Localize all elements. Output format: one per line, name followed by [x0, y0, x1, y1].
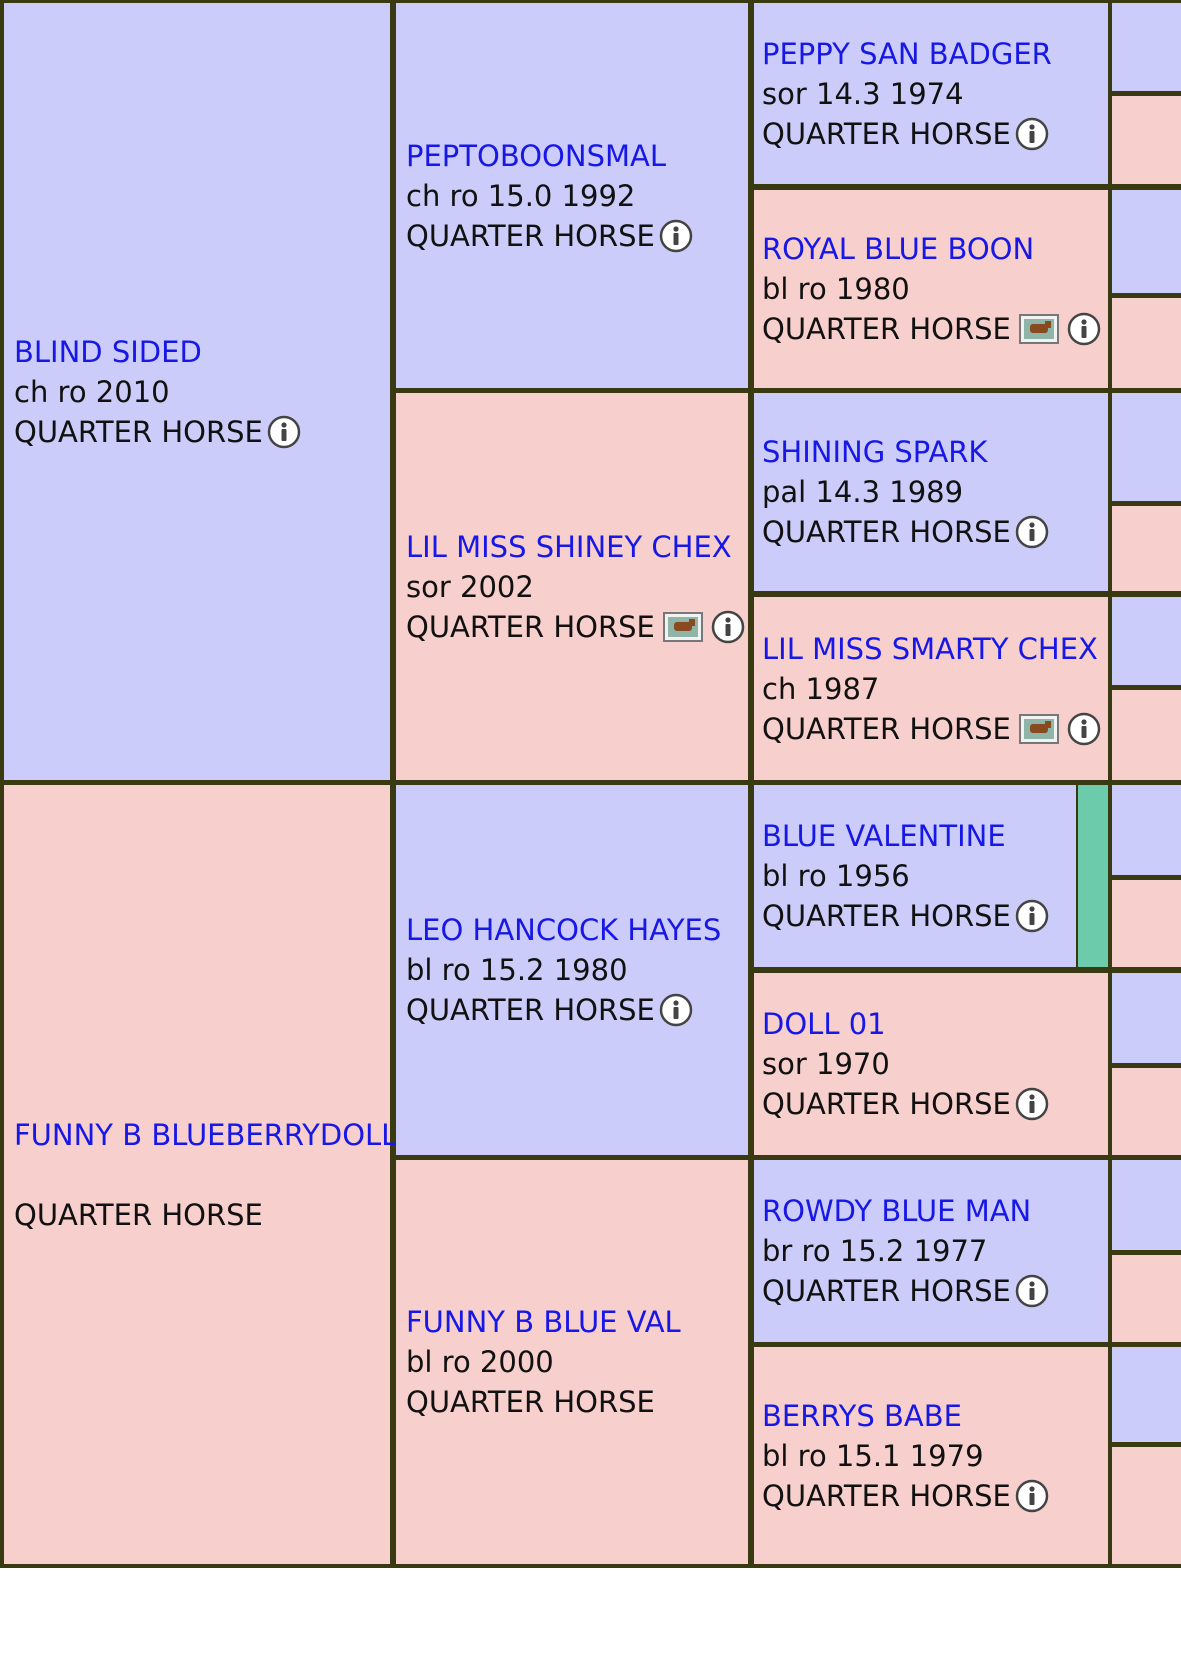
- horse-details: bl ro 1956: [762, 859, 910, 893]
- horse-name-link[interactable]: LIL MISS SMARTY CHEX: [762, 631, 1098, 666]
- pedigree-cell-sire-sire: PEPTOBOONSMAL ch ro 15.0 1992 QUARTER HO…: [396, 3, 748, 388]
- horse-name-link[interactable]: PEPPY SAN BADGER: [762, 36, 1052, 71]
- horse-breed: QUARTER HORSE: [762, 515, 1011, 549]
- horse-breed: QUARTER HORSE: [14, 414, 263, 449]
- info-icon[interactable]: [1015, 1479, 1049, 1513]
- horse-name-link[interactable]: BLIND SIDED: [14, 334, 202, 369]
- horse-breed: QUARTER HORSE: [762, 711, 1011, 746]
- info-icon[interactable]: [659, 219, 693, 253]
- pedigree-cell-gen3-4: LIL MISS SMARTY CHEX ch 1987 QUARTER HOR…: [754, 597, 1108, 780]
- horse-name-link[interactable]: ROWDY BLUE MAN: [762, 1194, 1032, 1228]
- pedigree-cell-gen4-edge: [1112, 785, 1181, 875]
- pedigree-cell-gen4-edge: [1112, 298, 1181, 388]
- horse-name-link[interactable]: PEPTOBOONSMAL: [406, 138, 666, 173]
- horse-name-link[interactable]: ROYAL BLUE BOON: [762, 232, 1035, 266]
- pedigree-cell-gen4-edge: [1112, 690, 1181, 780]
- pedigree-cell-sire: BLIND SIDED ch ro 2010 QUARTER HORSE: [4, 3, 390, 780]
- info-icon[interactable]: [1015, 1274, 1049, 1308]
- pedigree-cell-gen4-edge: [1112, 1347, 1181, 1442]
- horse-name-link[interactable]: LEO HANCOCK HAYES: [406, 913, 722, 947]
- info-icon[interactable]: [1067, 312, 1101, 346]
- horse-breed: QUARTER HORSE: [406, 1385, 655, 1419]
- pedigree-cell-gen4-edge: [1112, 190, 1181, 293]
- horse-details: sor 14.3 1974: [762, 76, 964, 111]
- horse-photo-icon[interactable]: [1018, 713, 1059, 744]
- horse-details: bl ro 15.1 1979: [762, 1438, 984, 1473]
- info-icon[interactable]: [1015, 515, 1049, 549]
- pedigree-cell-gen4-edge: [1112, 597, 1181, 685]
- pedigree-cell-gen3-3: SHINING SPARK pal 14.3 1989 QUARTER HORS…: [754, 393, 1108, 591]
- horse-breed: QUARTER HORSE: [406, 609, 655, 644]
- horse-details: bl ro 15.2 1980: [406, 953, 628, 987]
- pedigree-cell-sire-dam: LIL MISS SHINEY CHEX sor 2002 QUARTER HO…: [396, 393, 748, 780]
- horse-name-link[interactable]: SHINING SPARK: [762, 435, 988, 469]
- pedigree-cell-gen3-8: BERRYS BABE bl ro 15.1 1979 QUARTER HORS…: [754, 1347, 1108, 1564]
- horse-breed: QUARTER HORSE: [762, 1274, 1011, 1308]
- horse-breed: QUARTER HORSE: [762, 312, 1011, 346]
- horse-details: ch ro 15.0 1992: [406, 178, 636, 213]
- pedigree-cell-gen4-edge: [1112, 1447, 1181, 1564]
- pedigree-cell-gen3-5: BLUE VALENTINE bl ro 1956 QUARTER HORSE: [754, 785, 1076, 967]
- horse-details: ch ro 2010: [14, 374, 170, 409]
- pedigree-cell-gen3-7: ROWDY BLUE MAN br ro 15.2 1977 QUARTER H…: [754, 1160, 1108, 1342]
- horse-details: pal 14.3 1989: [762, 475, 964, 509]
- pedigree-cell-dam: FUNNY B BLUEBERRYDOLL QUARTER HORSE: [4, 785, 397, 1564]
- pedigree-cell-gen4-edge: [1112, 1255, 1181, 1342]
- horse-name-link[interactable]: DOLL 01: [762, 1007, 886, 1041]
- horse-details: [14, 1155, 397, 1195]
- horse-details: sor 1970: [762, 1047, 890, 1081]
- horse-breed: QUARTER HORSE: [406, 993, 655, 1027]
- accent-bar: [1078, 785, 1108, 967]
- pedigree-cell-gen4-edge: [1112, 3, 1181, 91]
- horse-name-link[interactable]: FUNNY B BLUE VAL: [406, 1305, 681, 1339]
- horse-photo-icon[interactable]: [662, 611, 703, 642]
- pedigree-cell-gen4-edge: [1112, 393, 1181, 501]
- horse-breed: QUARTER HORSE: [762, 899, 1011, 933]
- pedigree-cell-gen4-edge: [1112, 973, 1181, 1063]
- horse-name-link[interactable]: FUNNY B BLUEBERRYDOLL: [14, 1117, 398, 1152]
- pedigree-cell-gen4-edge: [1112, 880, 1181, 967]
- pedigree-cell-gen3-2: ROYAL BLUE BOON bl ro 1980 QUARTER HORSE: [754, 190, 1108, 388]
- horse-name-link[interactable]: BLUE VALENTINE: [762, 819, 1006, 853]
- pedigree-cell-gen4-edge: [1112, 96, 1181, 184]
- pedigree-cell-dam-sire: LEO HANCOCK HAYES bl ro 15.2 1980 QUARTE…: [396, 785, 748, 1155]
- pedigree-cell-gen3-1: PEPPY SAN BADGER sor 14.3 1974 QUARTER H…: [754, 3, 1108, 184]
- horse-details: sor 2002: [406, 569, 534, 604]
- info-icon[interactable]: [1015, 117, 1049, 151]
- pedigree-cell-gen4-edge: [1112, 1068, 1181, 1155]
- horse-breed: QUARTER HORSE: [762, 1087, 1011, 1121]
- info-icon[interactable]: [267, 415, 301, 449]
- horse-details: bl ro 2000: [406, 1345, 554, 1379]
- horse-details: br ro 15.2 1977: [762, 1234, 988, 1268]
- info-icon[interactable]: [1015, 1087, 1049, 1121]
- pedigree-cell-gen4-edge: [1112, 1160, 1181, 1250]
- info-icon[interactable]: [1015, 899, 1049, 933]
- pedigree-cell-dam-dam: FUNNY B BLUE VAL bl ro 2000 QUARTER HORS…: [396, 1160, 748, 1564]
- horse-breed: QUARTER HORSE: [406, 218, 655, 253]
- page-background: [0, 1568, 1181, 1653]
- horse-breed: QUARTER HORSE: [762, 1478, 1011, 1513]
- info-icon[interactable]: [1067, 712, 1101, 746]
- horse-photo-icon[interactable]: [1018, 314, 1059, 344]
- horse-details: ch 1987: [762, 671, 880, 706]
- pedigree-cell-gen4-edge: [1112, 506, 1181, 591]
- horse-name-link[interactable]: LIL MISS SHINEY CHEX: [406, 529, 732, 564]
- info-icon[interactable]: [711, 610, 745, 644]
- info-icon[interactable]: [659, 993, 693, 1027]
- horse-name-link[interactable]: BERRYS BABE: [762, 1398, 962, 1433]
- horse-breed: QUARTER HORSE: [14, 1197, 263, 1232]
- pedigree-cell-gen3-6: DOLL 01 sor 1970 QUARTER HORSE: [754, 973, 1108, 1155]
- horse-details: bl ro 1980: [762, 272, 910, 306]
- horse-breed: QUARTER HORSE: [762, 116, 1011, 151]
